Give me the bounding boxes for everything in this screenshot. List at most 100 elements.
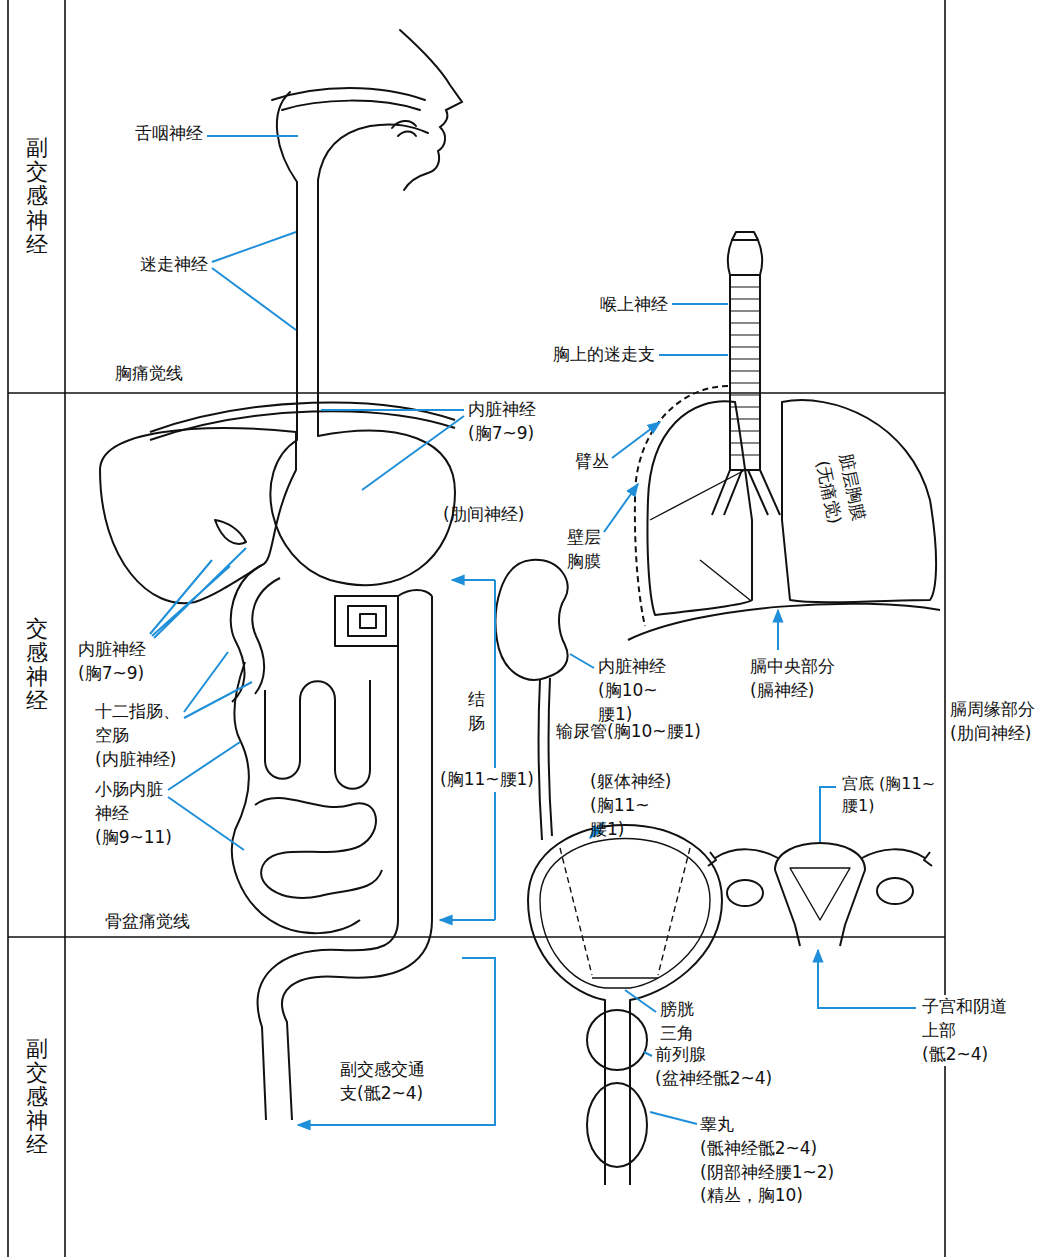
thorax-organs (628, 604, 940, 640)
abdominal-organs (431, 596, 433, 920)
anatomy-label: 膀胱 三角 (660, 998, 694, 1046)
anatomy-label: 副交感交通 支(骶2~4) (340, 1058, 425, 1106)
anatomy-label: 子宫和阴道 上部(骶2~4) (920, 995, 1009, 1066)
nerve-band: 副交感神经 (8, 937, 65, 1257)
leader-line (452, 579, 495, 581)
leader-line (820, 787, 836, 842)
urinary-reproductive-organs (727, 880, 763, 906)
urinary-reproductive-organs (587, 1083, 647, 1167)
urinary-reproductive-organs (528, 900, 605, 1185)
abdominal-organs (252, 578, 280, 694)
urinary-reproductive-organs (528, 825, 722, 1185)
anatomy-label: 壁层 胸膜 (567, 526, 601, 574)
frame-line (944, 0, 946, 1257)
urinary-reproductive-organs (539, 680, 542, 840)
abdominal-organs (265, 680, 370, 789)
leader-line (150, 136, 916, 1125)
anatomy-label: 宫底 (胸11~ 腰1) (842, 773, 942, 818)
leader-line (570, 654, 594, 668)
anatomy-label: 臂丛 (575, 450, 609, 474)
anatomy-label: (胸11~腰1) (438, 768, 536, 792)
abdominal-organs (270, 431, 455, 586)
head-esophagus (296, 182, 298, 440)
urinary-reproductive-organs (708, 849, 778, 866)
abdominal-organs (215, 520, 246, 544)
anatomy-label: (躯体神经) (胸11~腰1) (590, 770, 671, 841)
leader-line (604, 484, 638, 532)
anatomy-label: 内脏神经 (胸7~9) (78, 638, 146, 686)
thorax-organs (728, 240, 762, 275)
leader-line (777, 610, 779, 650)
head-esophagus (272, 30, 462, 440)
leader-line (818, 950, 916, 1008)
leader-line (625, 990, 656, 1012)
leader-line (612, 422, 660, 458)
urinary-reproductive-organs (592, 977, 658, 978)
anatomy-label: 膈中央部分 (膈神经) (750, 655, 835, 703)
thorax-organs (635, 386, 728, 626)
anatomy-label: 结 肠 (468, 688, 485, 736)
abdominal-organs (398, 590, 432, 596)
frame-line (8, 0, 945, 1257)
abdominal-organs (335, 596, 398, 646)
frame-line (8, 936, 945, 938)
abdominal-organs (231, 565, 262, 702)
urinary-reproductive-organs (862, 849, 932, 866)
anatomy-label: 胸痛觉线 (113, 362, 185, 386)
head-esophagus (400, 30, 462, 190)
urinary-reproductive-organs (790, 868, 850, 920)
head-esophagus (317, 180, 319, 436)
anatomy-label: (肋间神经) (443, 503, 524, 527)
frame-line (7, 0, 9, 1257)
leader-line (150, 548, 246, 638)
urinary-reproductive-organs (560, 848, 690, 975)
abdominal-organs (255, 798, 382, 898)
urinary-reproductive-organs (496, 560, 932, 1185)
anatomy-label: 输尿管(胸10~腰1) (556, 720, 701, 744)
nerve-band: 交感神经 (8, 393, 65, 937)
band-title: 副交感神经 (26, 1037, 48, 1158)
leader-line (207, 135, 298, 137)
leader-line (494, 580, 496, 920)
urinary-reproductive-organs (877, 878, 913, 904)
anatomy-label: 前列腺 (盆神经骶2~4) (655, 1043, 772, 1091)
thorax-organs (647, 401, 752, 615)
head-esophagus (392, 121, 416, 136)
anatomy-label: 喉上神经 (600, 293, 668, 317)
leader-line (440, 919, 495, 921)
thorax-organs (732, 232, 758, 240)
leader-line (659, 354, 728, 356)
anatomy-label: 十二指肠、 空肠 (内脏神经) (95, 700, 180, 771)
urinary-reproductive-organs (775, 843, 865, 946)
leader-line (212, 232, 296, 330)
head-esophagus (282, 101, 420, 110)
thorax-organs (730, 287, 760, 455)
leader-line (650, 1112, 697, 1124)
thorax-organs (782, 400, 936, 602)
anatomy-label: 膈周缘部分 (肋间神经) (950, 698, 1035, 746)
nerve-band: 副交感神经 (8, 0, 65, 393)
anatomy-label: 胸上的迷走支 (553, 343, 655, 367)
head-esophagus (272, 88, 425, 100)
anatomy-label: 脏层胸膜 (无痛觉) (810, 452, 871, 528)
urinary-reproductive-organs (540, 839, 710, 989)
anatomy-label: 迷走神经 (140, 253, 208, 277)
thorax-organs (628, 232, 940, 640)
leader-line (298, 958, 495, 1125)
leader-line (184, 652, 252, 718)
frame-line (64, 0, 66, 1257)
urinary-reproductive-organs (496, 560, 568, 680)
urinary-reproductive-organs (587, 1010, 647, 1070)
leader-line (321, 410, 464, 490)
leader-line (672, 303, 728, 305)
anatomy-label: 睾丸 (骶神经骶2~4) (阴部神经腰1~2) (精丛，胸10) (700, 1113, 834, 1208)
abdominal-organs (348, 606, 386, 636)
frame-line (8, 392, 945, 394)
anatomy-label: 小肠内脏 神经 (胸9~11) (95, 778, 172, 849)
anatomy-label: 内脏神经 (胸10~腰1) (598, 655, 666, 726)
band-title: 副交感神经 (26, 136, 48, 257)
urinary-reproductive-organs (775, 870, 800, 946)
leader-line (168, 742, 244, 850)
anatomy-label: 骨盆痛觉线 (103, 910, 192, 934)
